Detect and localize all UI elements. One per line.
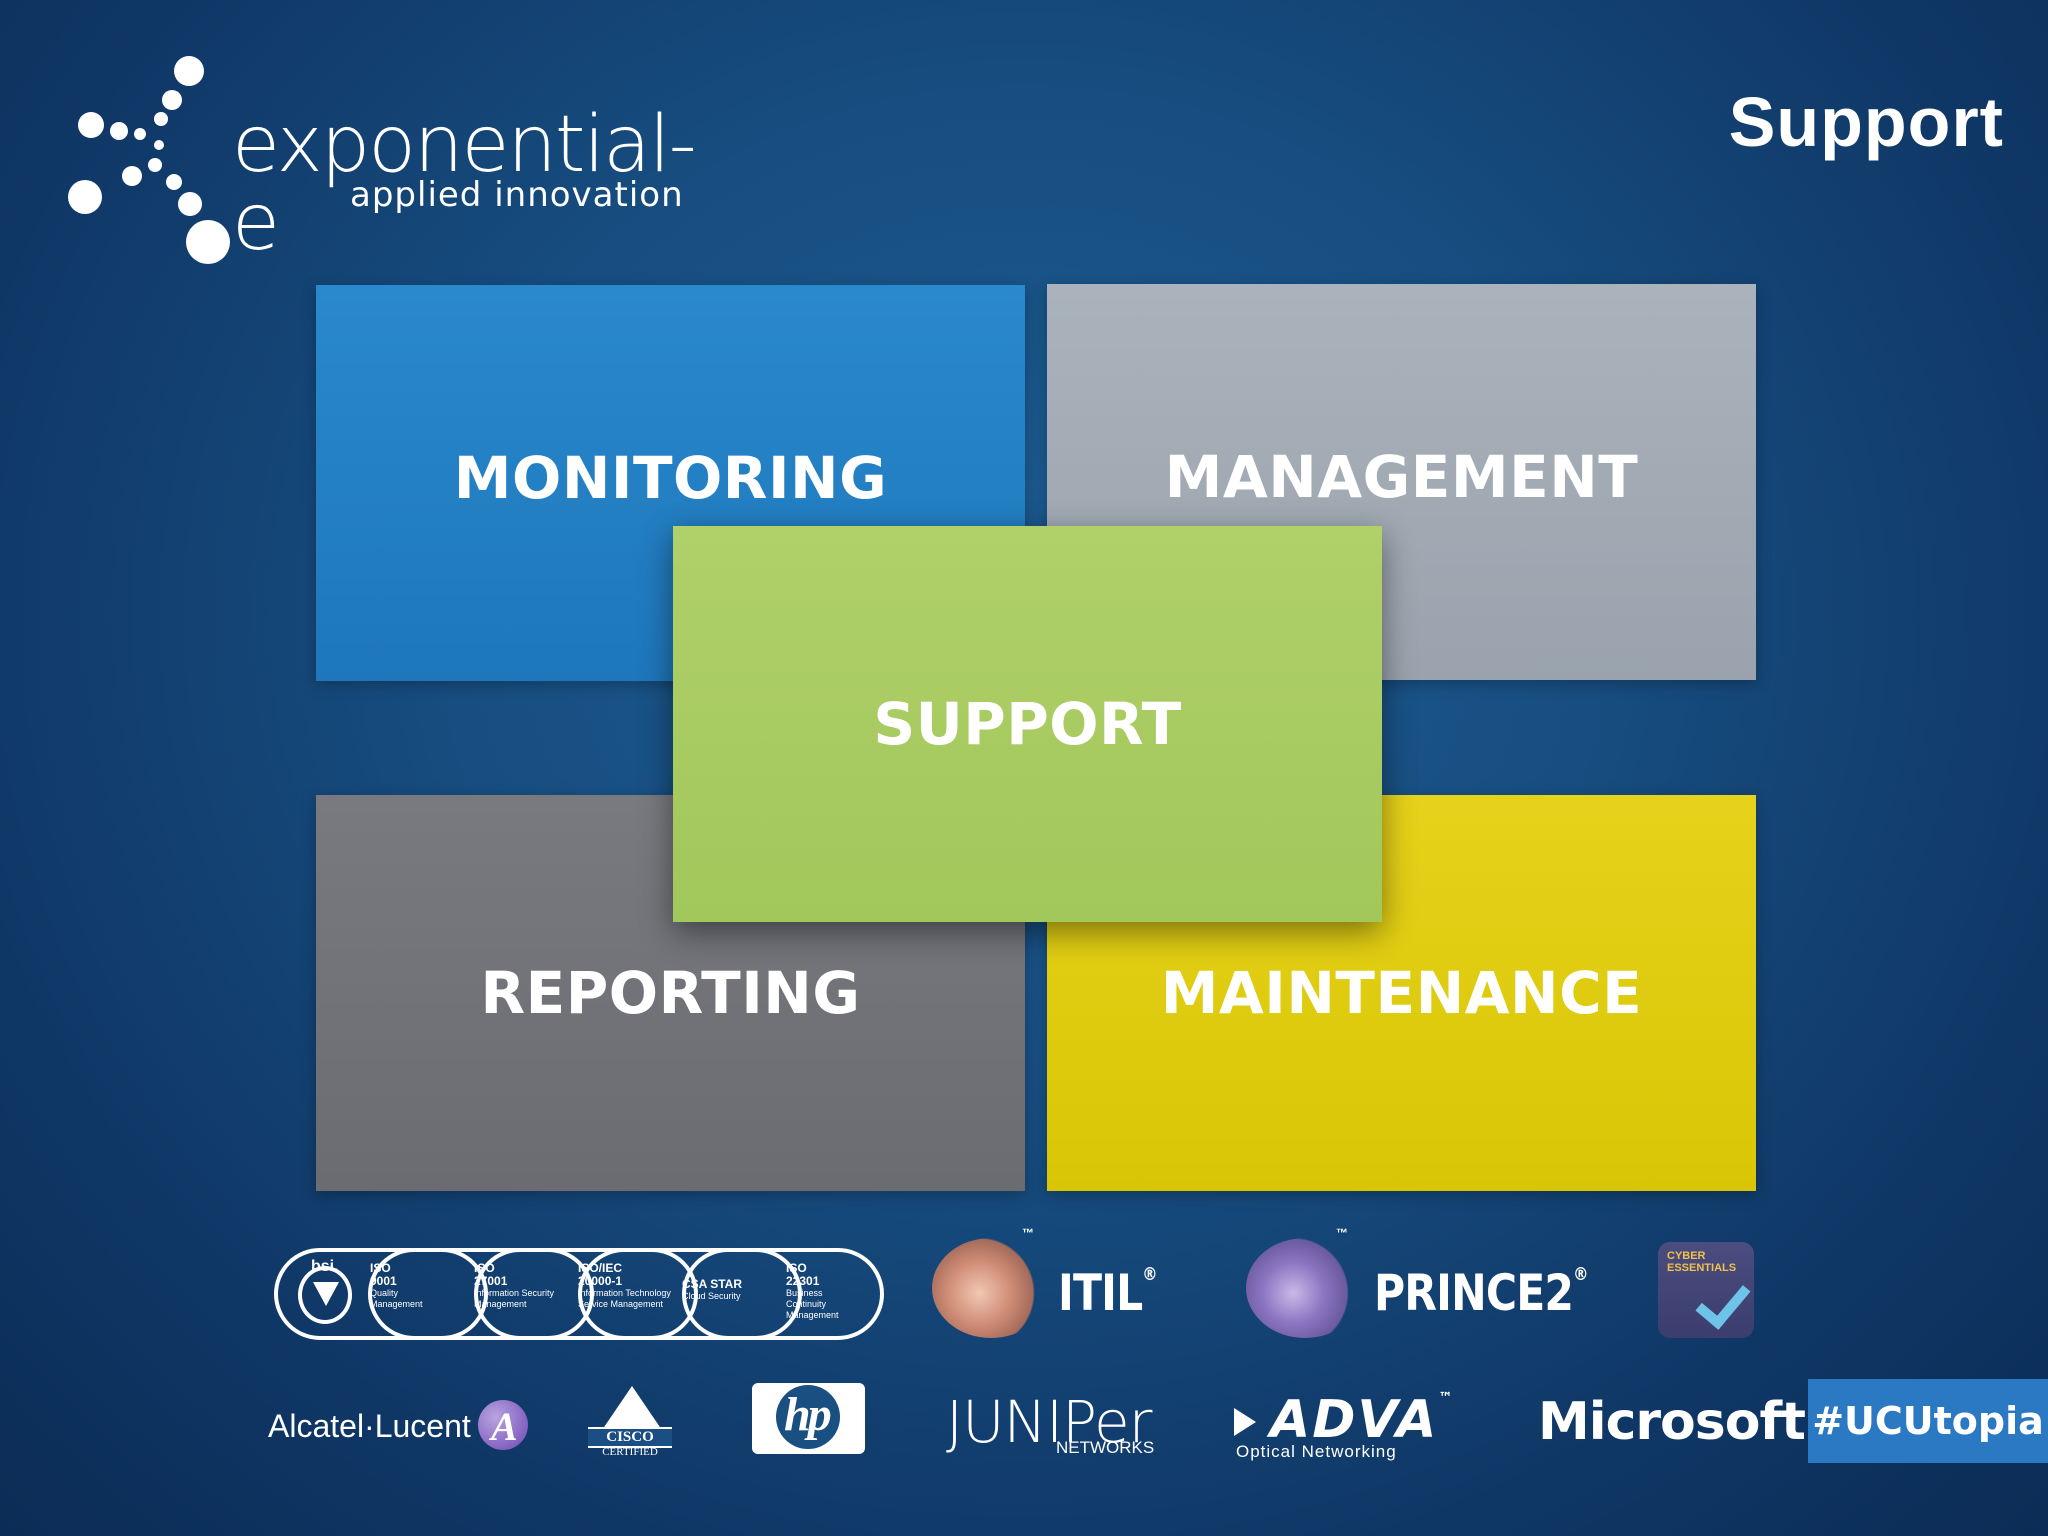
reporting-label: REPORTING bbox=[480, 959, 861, 1027]
logo-tagline: applied innovation bbox=[350, 175, 684, 215]
cyber-essentials-label: CYBER ESSENTIALS bbox=[1667, 1250, 1737, 1274]
hashtag-label: #UCUtopia bbox=[1812, 1399, 2044, 1443]
maintenance-label: MAINTENANCE bbox=[1160, 959, 1643, 1027]
support-tile: SUPPORT bbox=[673, 526, 1382, 922]
cert-iso-27001: ISO 27001 Information Security Managemen… bbox=[474, 1261, 555, 1310]
monitoring-label: MONITORING bbox=[453, 444, 888, 512]
cert-iso-9001: ISO 9001 Quality Management bbox=[370, 1261, 423, 1310]
support-label: SUPPORT bbox=[873, 690, 1182, 758]
cert-csa-star: CSA STAR Cloud Security bbox=[682, 1277, 742, 1302]
itil-tm: ™ bbox=[1022, 1226, 1034, 1240]
adva-optical-networking-label: Optical Networking bbox=[1236, 1442, 1397, 1461]
prince2-tm: ™ bbox=[1336, 1226, 1348, 1240]
bsi-label: bsi. bbox=[311, 1258, 339, 1275]
itil-swirl-icon bbox=[932, 1238, 1050, 1338]
alcatel-lucent-icon bbox=[478, 1400, 528, 1450]
alcatel-lucent-glyph: A bbox=[491, 1404, 518, 1449]
management-label: MANAGEMENT bbox=[1164, 443, 1639, 511]
alcatel-lucent-logo: Alcatel·Lucent bbox=[268, 1408, 471, 1444]
microsoft-logo: Microsoft bbox=[1538, 1392, 1806, 1452]
cert-iso-20000: ISO/IEC 20000-1 Information Technology S… bbox=[578, 1261, 671, 1310]
prince2-logo-text: PRINCE2® bbox=[1374, 1264, 1588, 1322]
bsi-shield-icon bbox=[298, 1266, 352, 1324]
cert-iso-22301: ISO 22301 Business Continuity Management bbox=[786, 1261, 839, 1321]
certifications-badge: bsi. ISO 9001 Quality Management ISO 270… bbox=[274, 1248, 884, 1340]
company-logo: exponential-e applied innovation bbox=[62, 52, 702, 272]
cyber-essentials-badge: CYBER ESSENTIALS bbox=[1658, 1242, 1754, 1338]
hp-logo-text: hp bbox=[784, 1388, 832, 1441]
hp-circle-icon bbox=[776, 1385, 840, 1449]
juniper-logo: JUNIPer bbox=[946, 1388, 1152, 1456]
ccna-certified-label: CERTIFIED bbox=[602, 1446, 658, 1458]
cert-segment bbox=[682, 1248, 802, 1340]
juniper-networks-label: NETWORKS bbox=[1056, 1438, 1155, 1457]
cisco-label: CISCO bbox=[588, 1427, 672, 1448]
bsi-heart-icon bbox=[313, 1282, 339, 1306]
checkmark-icon bbox=[1695, 1272, 1751, 1330]
adva-logo: ADVA™ bbox=[1270, 1390, 1455, 1450]
logo-wordmark: exponential-e bbox=[232, 100, 697, 268]
reporting-tile: REPORTING bbox=[316, 795, 1025, 1191]
page-title: Support bbox=[1728, 83, 2004, 161]
prince2-swirl-icon bbox=[1246, 1238, 1364, 1338]
hashtag-badge: #UCUtopia bbox=[1808, 1379, 2048, 1463]
adva-arrow-icon bbox=[1234, 1408, 1256, 1436]
itil-logo-text: ITIL® bbox=[1058, 1264, 1158, 1322]
